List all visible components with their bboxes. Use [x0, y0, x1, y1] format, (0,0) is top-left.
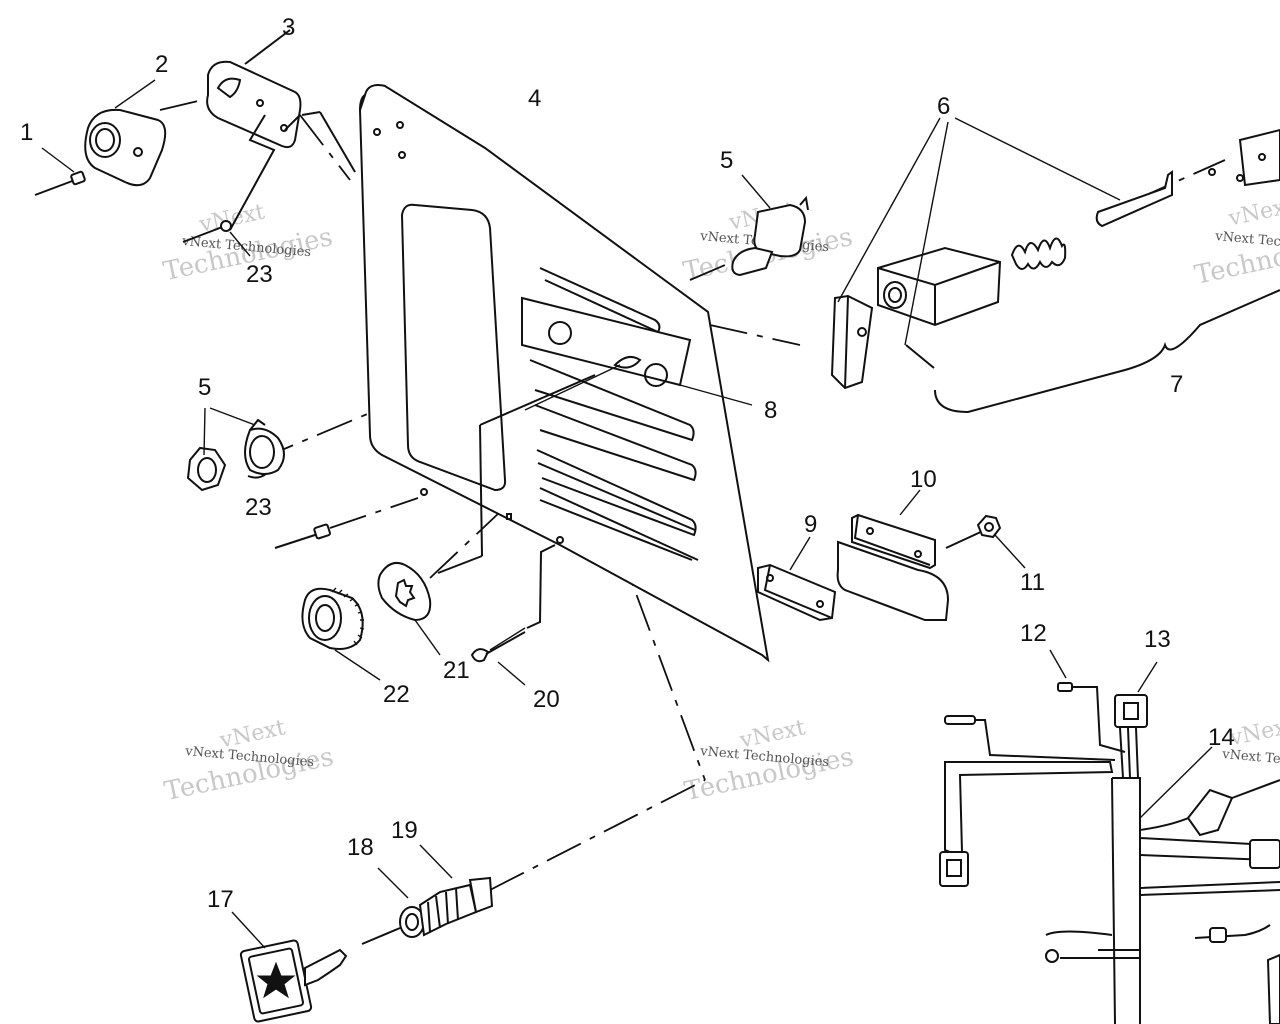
- callout-13: 13: [1144, 626, 1171, 653]
- nut-11: [976, 514, 1026, 569]
- callout-4: 4: [528, 85, 541, 112]
- screw-23-bottom: [274, 497, 419, 549]
- callout-11: 11: [1020, 569, 1045, 596]
- callout-7: 7: [1170, 371, 1183, 398]
- callout-1: 1: [20, 119, 33, 146]
- callout-20: 20: [533, 686, 560, 713]
- screw-20: [470, 544, 556, 686]
- callout-22: 22: [383, 681, 410, 708]
- nut-ring-5-left: [186, 407, 285, 492]
- callout-5-top: 5: [720, 147, 733, 174]
- leader-8: [679, 384, 753, 406]
- dash-panel: [358, 84, 770, 663]
- callout-17: 17: [207, 886, 234, 913]
- callout-23-bottom: 23: [245, 494, 272, 521]
- callout-14: 14: [1208, 724, 1235, 751]
- callout-19: 19: [391, 817, 418, 844]
- callout-12: 12: [1020, 620, 1047, 647]
- callout-2: 2: [155, 51, 168, 78]
- callout-8: 8: [764, 397, 777, 424]
- bracket-10: [836, 489, 986, 621]
- screw-1: [34, 147, 86, 196]
- star-washer-21: [377, 374, 596, 656]
- callout-23-top: 23: [246, 261, 273, 288]
- watermark-top-left: vNext Technologies: [161, 200, 336, 288]
- latch-assembly-6-7: [830, 117, 1280, 414]
- callout-labels: 1 2 3 4 5 5 6 7 8 9 10 11 12 13 14 17 18…: [20, 14, 1235, 913]
- key-17: [231, 911, 348, 1023]
- screw-23-top: [182, 220, 251, 257]
- callout-6: 6: [937, 93, 950, 120]
- callout-5-left: 5: [198, 374, 211, 401]
- bracket-plate-3: [206, 29, 356, 231]
- callout-3: 3: [282, 14, 295, 41]
- callout-10: 10: [910, 466, 937, 493]
- callout-9: 9: [804, 511, 817, 538]
- ignition-switch-18-19: [361, 844, 494, 945]
- switch-5-top: [731, 174, 809, 277]
- leader-knob: [524, 364, 621, 411]
- knob-ring-22: [301, 587, 381, 681]
- callout-18: 18: [347, 834, 374, 861]
- wiring-harness-12-14: [939, 649, 1280, 1024]
- pad-9: [757, 536, 837, 622]
- callout-21: 21: [443, 657, 470, 684]
- bezel-2: [84, 79, 167, 187]
- svg-text:vNext: vNext: [1226, 193, 1280, 231]
